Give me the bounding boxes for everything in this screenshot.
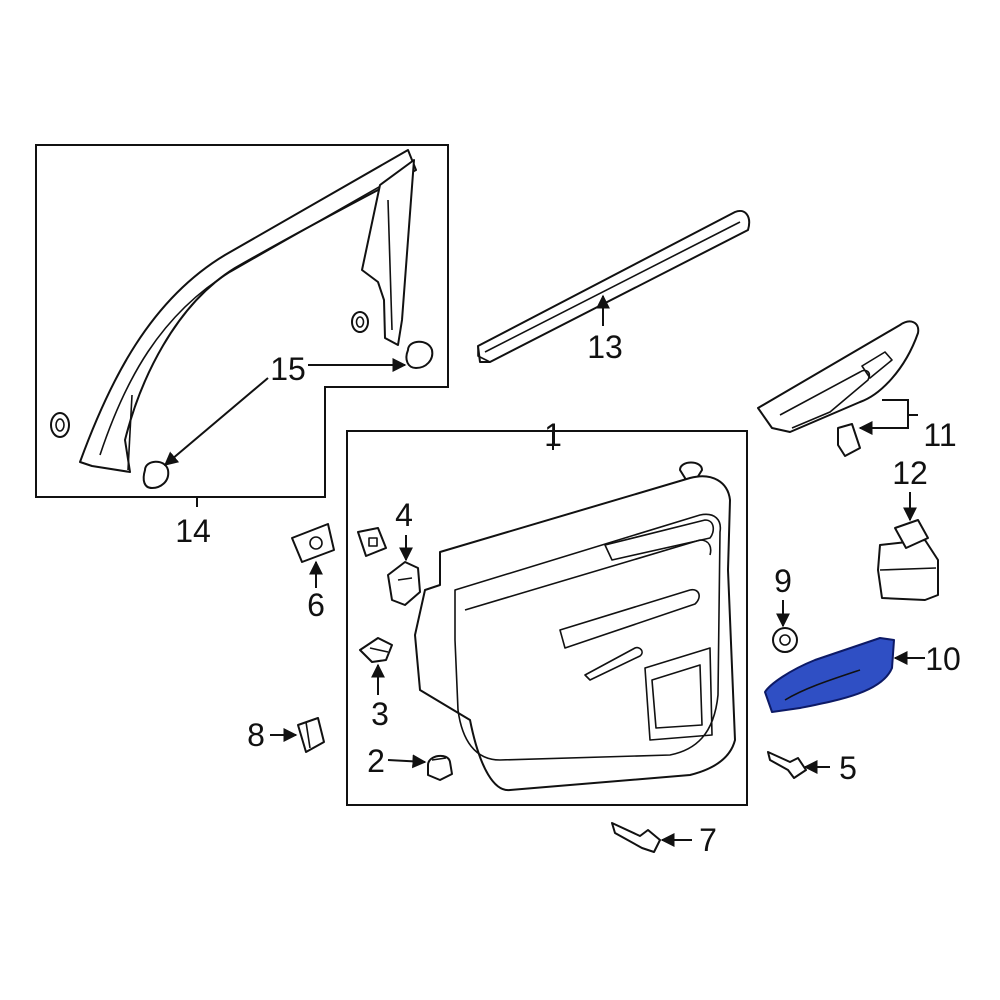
group-box-1	[346, 430, 748, 806]
push-retainer[interactable]	[427, 754, 453, 781]
leader-lines	[163, 294, 925, 847]
callout-5: 5	[839, 750, 857, 786]
window-switch[interactable]	[877, 519, 939, 601]
grommet-left	[50, 412, 70, 438]
callout-6: 6	[307, 587, 325, 623]
nut-plate-6[interactable]	[291, 523, 335, 563]
callout-4: 4	[395, 497, 413, 533]
clip-8[interactable]	[297, 717, 325, 753]
trim-clip-3[interactable]	[359, 637, 393, 663]
screw-5[interactable]	[767, 751, 807, 779]
callout-15: 15	[270, 351, 306, 387]
clip-15-upper[interactable]	[405, 340, 434, 369]
callout-2: 2	[367, 743, 385, 779]
small-nut-clip[interactable]	[357, 527, 387, 557]
callout-14: 14	[175, 513, 211, 549]
callout-3: 3	[371, 696, 389, 732]
bolt-7[interactable]	[611, 822, 661, 853]
armrest-bezel[interactable]	[757, 320, 920, 433]
grommet-right	[351, 311, 369, 333]
group-box-14	[35, 144, 449, 498]
bracket-clip-4[interactable]	[387, 561, 421, 606]
callout-12: 12	[892, 455, 928, 491]
bezel-clip[interactable]	[837, 423, 861, 457]
callout-9: 9	[774, 563, 792, 599]
callout-labels: 1 2 3 4 5 6 7 8 9 10 11 12 13 14 15	[175, 329, 961, 858]
pull-handle-10[interactable]	[764, 637, 895, 713]
clip-15-lower[interactable]	[142, 460, 170, 489]
callout-8: 8	[247, 717, 265, 753]
weatherstrip[interactable]	[477, 210, 751, 363]
door-panel-group	[346, 430, 748, 806]
callout-10: 10	[925, 641, 961, 677]
pillar-trim[interactable]	[361, 159, 415, 346]
callout-7: 7	[699, 822, 717, 858]
callout-13: 13	[587, 329, 623, 365]
window-trim-group	[35, 144, 449, 498]
door-trim-panel[interactable]	[414, 475, 736, 792]
callout-1: 1	[544, 417, 562, 453]
nut-9[interactable]	[772, 627, 798, 653]
callout-11: 11	[923, 417, 956, 453]
